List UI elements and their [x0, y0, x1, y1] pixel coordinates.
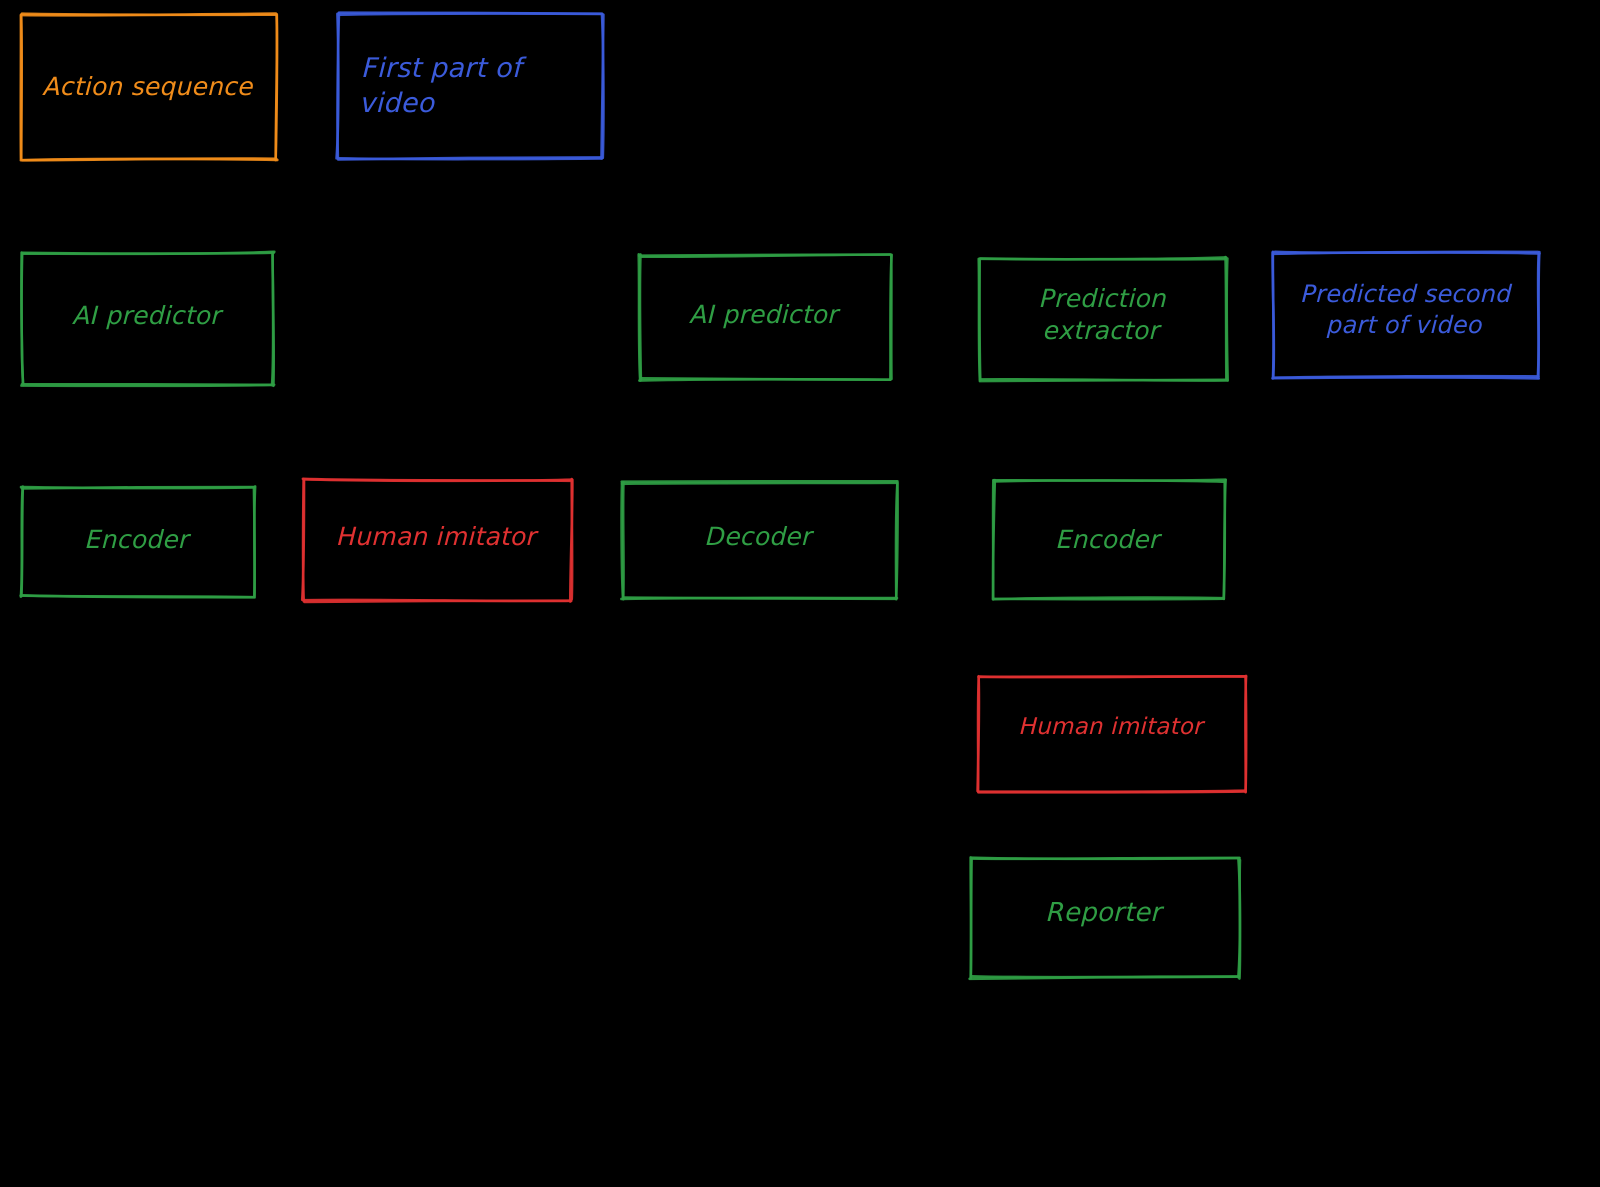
node-label-human-imitator-1: Human imitator	[336, 522, 539, 551]
node-label-first-part-of-video: First part of video	[360, 53, 524, 119]
node-label-encoder-1: Encoder	[85, 525, 191, 554]
node-reporter[interactable]: Reporter	[968, 856, 1242, 981]
node-ai-predictor-2[interactable]: AI predictor	[637, 253, 893, 382]
node-action-sequence[interactable]: Action sequence	[19, 12, 279, 162]
node-label-prediction-extractor: Prediction extractor	[1039, 284, 1169, 345]
node-encoder-2[interactable]: Encoder	[991, 478, 1227, 601]
node-encoder-1[interactable]: Encoder	[19, 485, 257, 599]
node-label-ai-predictor-2: AI predictor	[690, 300, 840, 329]
node-label-encoder-2: Encoder	[1056, 525, 1162, 554]
node-label-ai-predictor-1: AI predictor	[73, 301, 223, 330]
node-first-part-of-video[interactable]: First part of video	[335, 11, 605, 161]
node-label-reporter: Reporter	[1046, 898, 1164, 928]
node-label-predicted-second-part-of-video: Predicted second part of video	[1301, 280, 1513, 339]
node-ai-predictor-1[interactable]: AI predictor	[20, 250, 276, 388]
node-decoder[interactable]: Decoder	[620, 479, 899, 601]
node-human-imitator-2[interactable]: Human imitator	[976, 674, 1248, 794]
node-predicted-second-part-of-video[interactable]: Predicted second part of video	[1271, 250, 1541, 380]
node-label-decoder: Decoder	[705, 522, 814, 551]
node-label-action-sequence: Action sequence	[43, 72, 255, 101]
node-human-imitator-1[interactable]: Human imitator	[300, 477, 574, 604]
node-label-human-imitator-2: Human imitator	[1019, 714, 1205, 740]
node-prediction-extractor[interactable]: Prediction extractor	[977, 255, 1229, 383]
